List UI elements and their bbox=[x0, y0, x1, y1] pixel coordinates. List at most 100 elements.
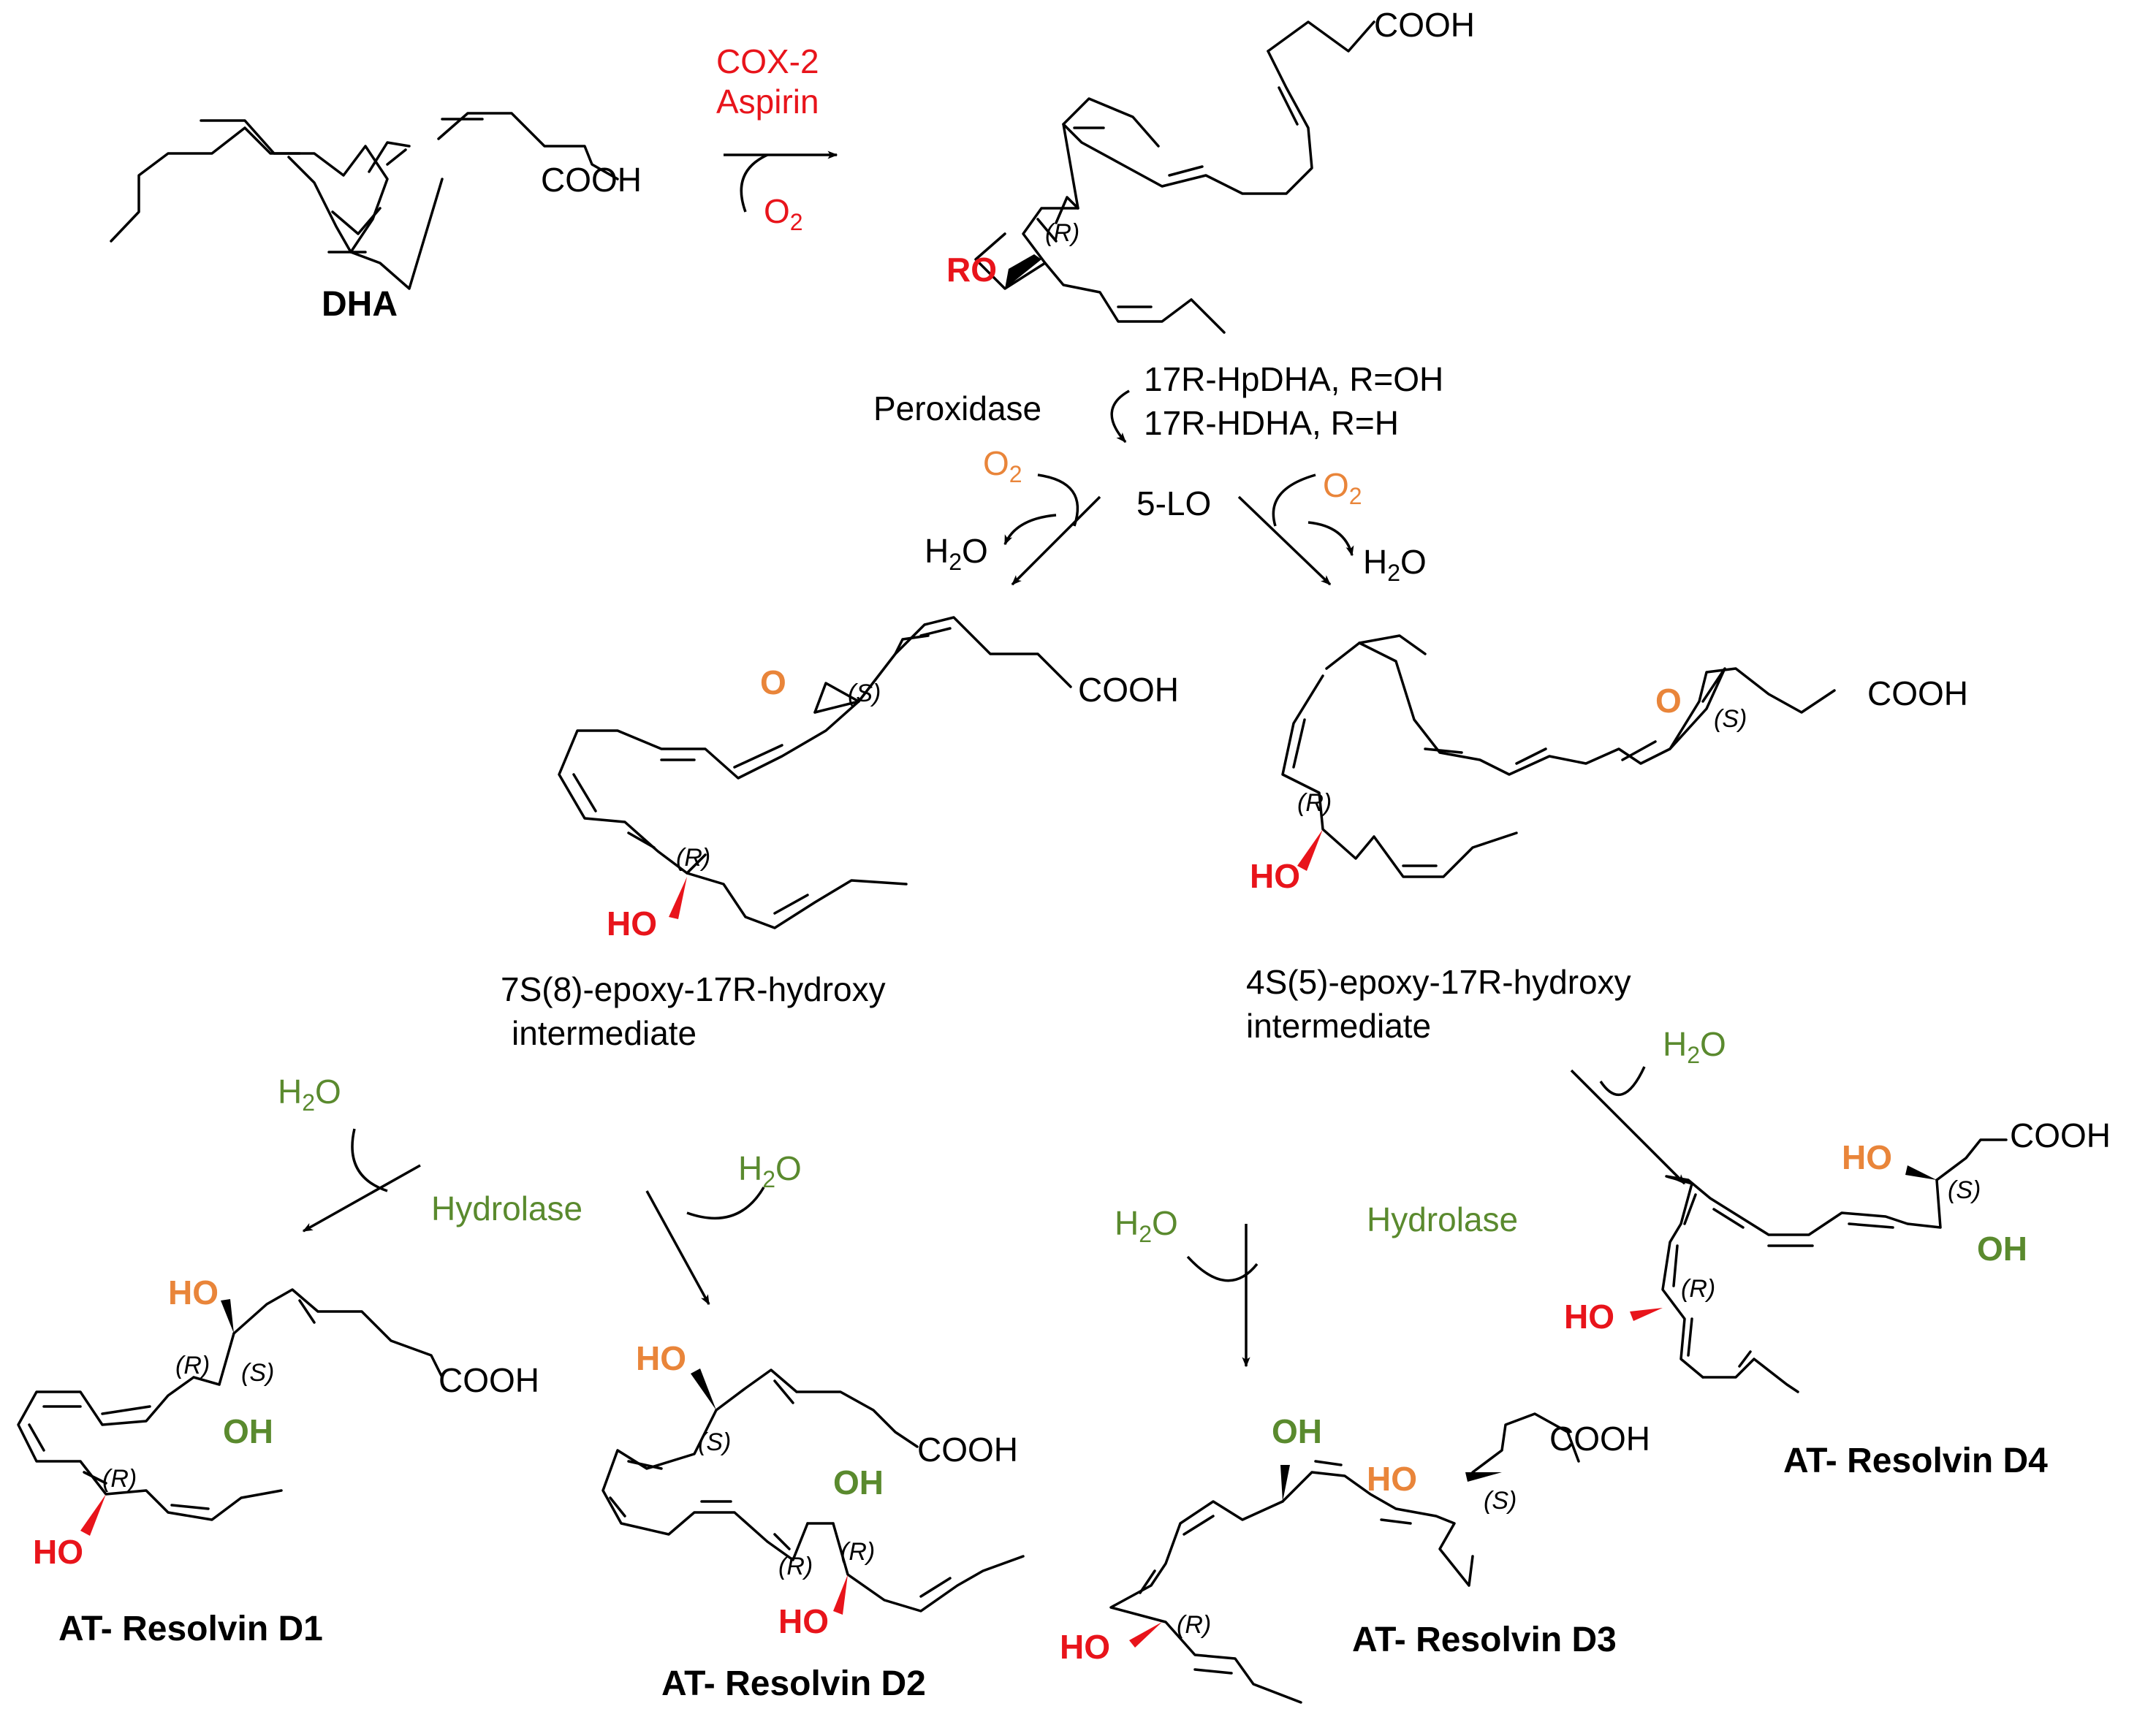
rvd1-arrow bbox=[302, 1164, 421, 1233]
h2o-rvd3: H2O bbox=[1115, 1204, 1178, 1247]
dha-cooh: COOH bbox=[541, 161, 642, 199]
rvd1-stereo-2: (S) bbox=[241, 1359, 274, 1387]
epoxy7-wedge bbox=[669, 877, 687, 919]
rvd3-oh-green: OH bbox=[1272, 1412, 1322, 1450]
h2o-rvd3-curl bbox=[1186, 1255, 1259, 1282]
rvd2-structure bbox=[601, 1368, 1025, 1613]
h2o-rvd1-curl bbox=[351, 1128, 388, 1192]
right-o2: O2 bbox=[1323, 466, 1362, 509]
epoxy7-name-1: 7S(8)-epoxy-17R-hydroxy bbox=[501, 970, 886, 1008]
hpdha-structure bbox=[974, 20, 1375, 334]
peroxidase-label: Peroxidase bbox=[873, 389, 1041, 427]
aspirin-label: Aspirin bbox=[716, 83, 819, 121]
rvd3-ho-orange: HO bbox=[1367, 1460, 1417, 1498]
dha-structure bbox=[110, 112, 619, 290]
rvd1-cooh: COOH bbox=[439, 1361, 539, 1399]
rvd3-wedge-top bbox=[1280, 1465, 1290, 1501]
rvd2-wedge-top bbox=[691, 1368, 716, 1410]
rvd2-ho-orange: HO bbox=[636, 1339, 686, 1377]
rvd2-arrow bbox=[645, 1190, 710, 1306]
h2o-rvd1: H2O bbox=[278, 1073, 341, 1116]
h2o-rvd2: H2O bbox=[738, 1149, 802, 1192]
rvd3-label: AT- Resolvin D3 bbox=[1352, 1621, 1617, 1659]
o2-cox-label: O2 bbox=[764, 192, 803, 235]
rvd2-stereo-2: (R) bbox=[778, 1553, 813, 1580]
rvd1-wedge-red bbox=[80, 1494, 106, 1536]
rvd3-structure bbox=[1109, 1412, 1580, 1704]
rvd1-ho-red: HO bbox=[33, 1533, 83, 1571]
cox2-label: COX-2 bbox=[716, 42, 819, 80]
epoxy4-wedge bbox=[1297, 829, 1323, 871]
rvd4-wedge-top bbox=[1905, 1165, 1937, 1180]
rvd4-ho-red: HO bbox=[1564, 1298, 1614, 1336]
epoxy4-stereo-r: (R) bbox=[1297, 789, 1332, 817]
rvd4-ho-orange: HO bbox=[1842, 1138, 1892, 1176]
rvd2-wedge-red bbox=[833, 1575, 848, 1615]
rvd4-oh-green: OH bbox=[1977, 1230, 2027, 1268]
rvd3-wedge-red bbox=[1129, 1622, 1162, 1648]
rvd1-label: AT- Resolvin D1 bbox=[58, 1610, 323, 1648]
epoxy7-stereo-r: (R) bbox=[676, 844, 710, 872]
right-h2o: H2O bbox=[1363, 543, 1427, 586]
left-o2-curl bbox=[1037, 473, 1079, 527]
rvd1-wedge-top bbox=[221, 1299, 234, 1333]
epoxy7-o: O bbox=[760, 663, 786, 701]
epoxy4-stereo-s: (S) bbox=[1714, 705, 1747, 733]
right-5lo-arrow bbox=[1237, 495, 1332, 586]
hpdha-name-1: 17R-HpDHA, R=OH bbox=[1144, 360, 1443, 398]
epoxy4-structure bbox=[1281, 634, 1836, 878]
hpdha-wedge bbox=[1005, 254, 1041, 289]
rvd4-cooh: COOH bbox=[2010, 1116, 2111, 1154]
rvd4-wedge-red bbox=[1630, 1308, 1663, 1321]
hydrolase-left: Hydrolase bbox=[431, 1189, 582, 1227]
rvd3-stereo-1: (S) bbox=[1484, 1487, 1517, 1515]
rvd3-wedge-orange bbox=[1465, 1472, 1502, 1482]
o2-curl bbox=[740, 153, 768, 213]
hydrolase-right: Hydrolase bbox=[1367, 1200, 1518, 1238]
left-o2: O2 bbox=[983, 444, 1022, 487]
epoxy7-cooh: COOH bbox=[1078, 671, 1179, 709]
hpdha-cooh: COOH bbox=[1374, 6, 1475, 44]
epoxy4-name-2: intermediate bbox=[1246, 1007, 1431, 1045]
rvd2-label: AT- Resolvin D2 bbox=[661, 1664, 926, 1703]
rvd2-ho-red: HO bbox=[778, 1602, 829, 1640]
rvd4-structure bbox=[1661, 1138, 2008, 1393]
epoxy4-name-1: 4S(5)-epoxy-17R-hydroxy bbox=[1246, 963, 1631, 1001]
rvd1-structure bbox=[17, 1288, 444, 1521]
h2o-rvd4: H2O bbox=[1663, 1025, 1726, 1068]
epoxy7-stereo-s: (S) bbox=[848, 679, 881, 707]
rvd2-stereo-1: (S) bbox=[698, 1428, 731, 1456]
epoxy7-name-2: intermediate bbox=[512, 1014, 696, 1052]
five-lo-label: 5-LO bbox=[1136, 484, 1211, 522]
epoxy7-structure bbox=[558, 616, 1072, 929]
rvd1-oh-green: OH bbox=[223, 1412, 273, 1450]
peroxidase-arrow bbox=[1110, 389, 1130, 443]
rvd1-ho-orange: HO bbox=[168, 1274, 219, 1311]
rvd2-cooh: COOH bbox=[917, 1431, 1018, 1469]
rvd3-stereo-2: (R) bbox=[1177, 1611, 1211, 1639]
hpdha-stereo: (R) bbox=[1045, 219, 1079, 247]
epoxy4-o: O bbox=[1655, 682, 1682, 720]
rvd4-stereo-1: (S) bbox=[1948, 1176, 1981, 1204]
rvd4-arrow bbox=[1570, 1069, 1686, 1185]
right-h2o-curl bbox=[1307, 521, 1354, 557]
right-o2-curl bbox=[1272, 473, 1316, 527]
rvd2-oh-green: OH bbox=[833, 1463, 884, 1501]
h2o-rvd2-curl bbox=[686, 1187, 765, 1219]
hpdha-name-2: 17R-HDHA, R=H bbox=[1144, 404, 1399, 442]
hpdha-ro: RO bbox=[946, 251, 997, 289]
left-h2o-curl bbox=[1003, 514, 1057, 546]
left-h2o: H2O bbox=[925, 532, 988, 575]
rvd3-cooh: COOH bbox=[1549, 1420, 1650, 1458]
rvd1-stereo-3: (R) bbox=[102, 1465, 137, 1493]
dha-label: DHA bbox=[322, 285, 398, 324]
rvd4-label: AT- Resolvin D4 bbox=[1783, 1442, 2048, 1480]
epoxy4-ho: HO bbox=[1250, 857, 1300, 895]
rvd2-stereo-3: (R) bbox=[840, 1538, 875, 1566]
epoxy4-cooh: COOH bbox=[1867, 674, 1968, 712]
epoxy7-ho: HO bbox=[607, 905, 657, 943]
rvd4-stereo-2: (R) bbox=[1681, 1275, 1715, 1303]
rvd1-stereo-1: (R) bbox=[175, 1352, 210, 1379]
h2o-rvd4-curl bbox=[1599, 1066, 1646, 1096]
